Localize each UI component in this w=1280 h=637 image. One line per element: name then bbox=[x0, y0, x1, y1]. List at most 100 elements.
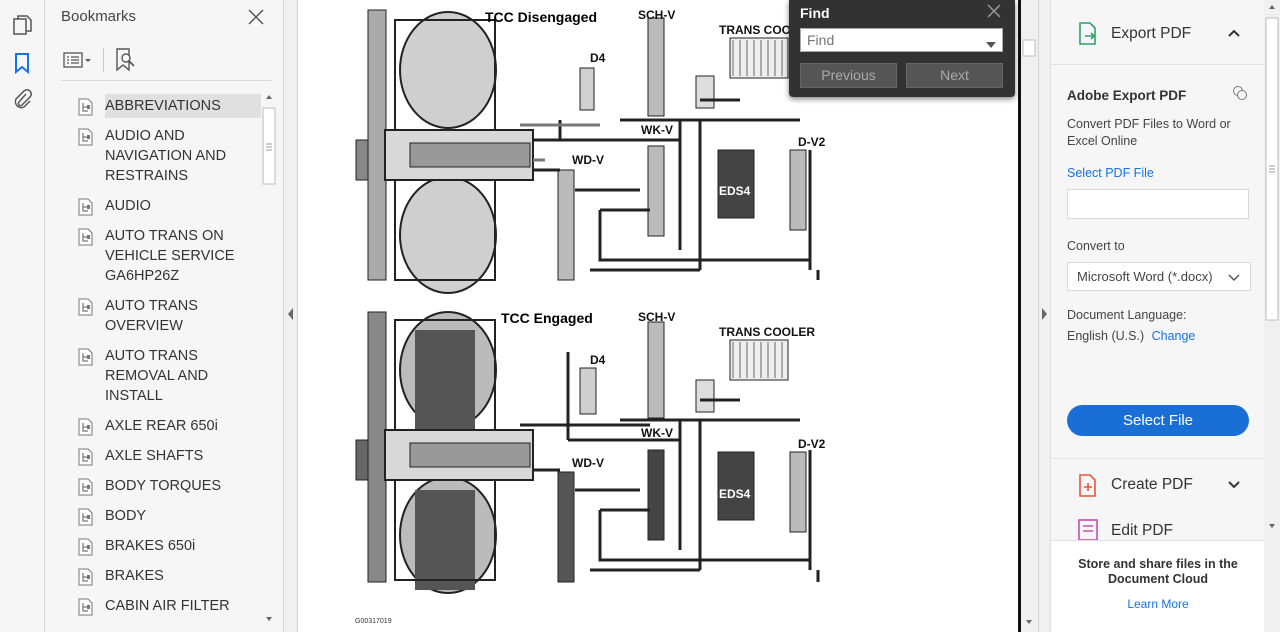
bookmark-label: AUDIO AND NAVIGATION AND RESTRAINS bbox=[105, 128, 227, 184]
tools-panel: Export PDF Adobe Export PDF Convert PDF … bbox=[1050, 0, 1265, 632]
bookmark-item[interactable]: AUTO TRANS REMOVAL AND INSTALL bbox=[71, 341, 261, 411]
bookmark-label: AUTO TRANS REMOVAL AND INSTALL bbox=[105, 348, 209, 404]
chevron-up-icon[interactable] bbox=[1227, 26, 1241, 45]
right-panel-splitter[interactable] bbox=[1038, 0, 1050, 632]
bookmark-page-icon bbox=[77, 448, 95, 466]
close-icon[interactable] bbox=[987, 4, 1001, 18]
bookmark-page-icon bbox=[77, 598, 95, 616]
page-thumbnails-icon[interactable] bbox=[11, 14, 33, 36]
info-icon[interactable] bbox=[1232, 85, 1248, 106]
bookmark-label: CABIN AIR FILTER bbox=[105, 598, 230, 614]
bookmark-item[interactable]: ABBREVIATIONS bbox=[71, 91, 261, 121]
bookmark-page-icon bbox=[77, 198, 95, 216]
label-trans-cooler: TRANS COOLER bbox=[719, 325, 815, 339]
find-dialog: Find Previous Next bbox=[789, 0, 1015, 97]
label-d4: D4 bbox=[590, 353, 606, 367]
select-pdf-file-link[interactable]: Select PDF File bbox=[1067, 166, 1154, 180]
bookmark-page-icon bbox=[77, 298, 95, 316]
chevron-down-icon[interactable] bbox=[1227, 478, 1241, 497]
edit-pdf-icon bbox=[1077, 518, 1099, 540]
close-icon[interactable] bbox=[246, 7, 266, 27]
bookmarks-scrollbar[interactable] bbox=[261, 91, 277, 627]
export-pdf-icon bbox=[1077, 22, 1099, 51]
label-eds4: EDS4 bbox=[719, 184, 751, 198]
bookmarks-title: Bookmarks bbox=[61, 8, 137, 25]
attachment-icon[interactable] bbox=[11, 88, 33, 110]
find-bookmark-button[interactable] bbox=[113, 46, 139, 74]
document-language-row: English (U.S.) Change bbox=[1067, 329, 1195, 343]
bookmark-label: BODY TORQUES bbox=[105, 478, 222, 494]
change-language-link[interactable]: Change bbox=[1151, 329, 1196, 343]
bookmark-page-icon bbox=[77, 348, 95, 366]
bookmark-item[interactable]: AUTO TRANS OVERVIEW bbox=[71, 291, 261, 341]
label-sch-v: SCH-V bbox=[638, 8, 675, 22]
bookmark-item[interactable]: BRAKES bbox=[71, 561, 261, 591]
bookmark-item[interactable]: AUDIO bbox=[71, 191, 261, 221]
tools-panel-scrollbar[interactable] bbox=[1264, 0, 1280, 632]
bookmark-page-icon bbox=[77, 128, 95, 146]
bookmark-label: BRAKES 650i bbox=[105, 538, 196, 554]
document-view: TCC Disengaged TCC Engaged SCH-V SCH-V T… bbox=[298, 0, 1018, 632]
label-d4: D4 bbox=[590, 51, 606, 65]
bookmark-item[interactable]: CABIN AIR FILTER bbox=[71, 591, 261, 621]
bookmark-label: ABBREVIATIONS bbox=[105, 94, 261, 118]
left-panel-splitter[interactable] bbox=[283, 0, 298, 632]
edit-pdf-tool[interactable]: Edit PDF bbox=[1051, 508, 1265, 540]
bookmark-item[interactable]: AUDIO AND NAVIGATION AND RESTRAINS bbox=[71, 121, 261, 191]
bookmark-options-button[interactable] bbox=[61, 46, 97, 74]
label-sch-v: SCH-V bbox=[638, 310, 675, 324]
transmission-diagram: TCC Disengaged TCC Engaged SCH-V SCH-V T… bbox=[355, 8, 826, 625]
diagram-title-disengaged: TCC Disengaged bbox=[485, 9, 597, 25]
edit-pdf-label: Edit PDF bbox=[1111, 522, 1174, 539]
find-input[interactable] bbox=[800, 28, 1003, 52]
bookmark-icon[interactable] bbox=[11, 52, 33, 75]
selected-file-field[interactable] bbox=[1067, 189, 1249, 219]
bookmark-label: AXLE SHAFTS bbox=[105, 448, 204, 464]
bookmark-label: BODY bbox=[105, 508, 147, 524]
select-file-button[interactable]: Select File bbox=[1067, 405, 1249, 436]
bookmark-page-icon bbox=[77, 418, 95, 436]
bookmark-item[interactable]: AXLE SHAFTS bbox=[71, 441, 261, 471]
document-language-label: Document Language: bbox=[1067, 308, 1187, 322]
chevron-down-icon bbox=[1228, 271, 1240, 286]
bookmark-item[interactable]: BRAKES 650i bbox=[71, 531, 261, 561]
convert-description: Convert PDF Files to Word or Excel Onlin… bbox=[1067, 117, 1231, 148]
convert-format-value: Microsoft Word (*.docx) bbox=[1077, 269, 1213, 284]
export-pdf-label: Export PDF bbox=[1111, 25, 1192, 42]
create-pdf-tool[interactable]: Create PDF bbox=[1051, 464, 1265, 506]
label-trans-cooler: TRANS COO bbox=[719, 23, 791, 37]
convert-format-select[interactable]: Microsoft Word (*.docx) bbox=[1067, 262, 1251, 291]
bookmark-page-icon bbox=[77, 98, 95, 116]
bookmark-page-icon bbox=[77, 538, 95, 556]
find-next-button[interactable]: Next bbox=[906, 63, 1003, 88]
document-language-value: English (U.S.) bbox=[1067, 329, 1145, 343]
bookmark-item[interactable]: AUTO TRANS ON VEHICLE SERVICE GA6HP26Z bbox=[71, 221, 261, 291]
bookmark-label: AUTO TRANS OVERVIEW bbox=[105, 298, 198, 334]
create-pdf-icon bbox=[1077, 474, 1099, 503]
bookmark-item[interactable]: BODY TORQUES bbox=[71, 471, 261, 501]
convert-to-label: Convert to bbox=[1067, 239, 1125, 253]
label-wd-v: WD-V bbox=[572, 153, 604, 167]
label-eds4: EDS4 bbox=[719, 487, 751, 501]
document-cloud-promo: Store and share files in the Document Cl… bbox=[1051, 540, 1265, 632]
bookmarks-toolbar bbox=[61, 46, 271, 81]
bookmark-label: BRAKES bbox=[105, 568, 164, 584]
bookmark-item[interactable]: BODY bbox=[71, 501, 261, 531]
find-previous-button[interactable]: Previous bbox=[800, 63, 897, 88]
label-wd-v: WD-V bbox=[572, 456, 604, 470]
label-d-v2: D-V2 bbox=[798, 135, 826, 149]
bookmarks-list: ABBREVIATIONS AUDIO AND NAVIGATION AND RE… bbox=[71, 91, 261, 632]
diagram-title-engaged: TCC Engaged bbox=[501, 310, 593, 326]
find-title: Find bbox=[800, 5, 830, 21]
chevron-down-icon[interactable] bbox=[986, 36, 996, 48]
export-pdf-tool[interactable]: Export PDF bbox=[1051, 12, 1265, 56]
divider bbox=[1051, 64, 1265, 65]
learn-more-link[interactable]: Learn More bbox=[1127, 597, 1189, 611]
document-border bbox=[1018, 0, 1021, 632]
label-wk-v: WK-V bbox=[641, 123, 673, 137]
document-scrollbar[interactable] bbox=[1021, 0, 1038, 632]
bookmark-page-icon bbox=[77, 568, 95, 586]
bookmark-item[interactable]: AXLE REAR 650i bbox=[71, 411, 261, 441]
bookmarks-panel: Bookmarks ABBREVIATIONS AUDIO AND NAVIGAT… bbox=[45, 0, 283, 632]
bookmark-label: AXLE REAR 650i bbox=[105, 418, 218, 434]
